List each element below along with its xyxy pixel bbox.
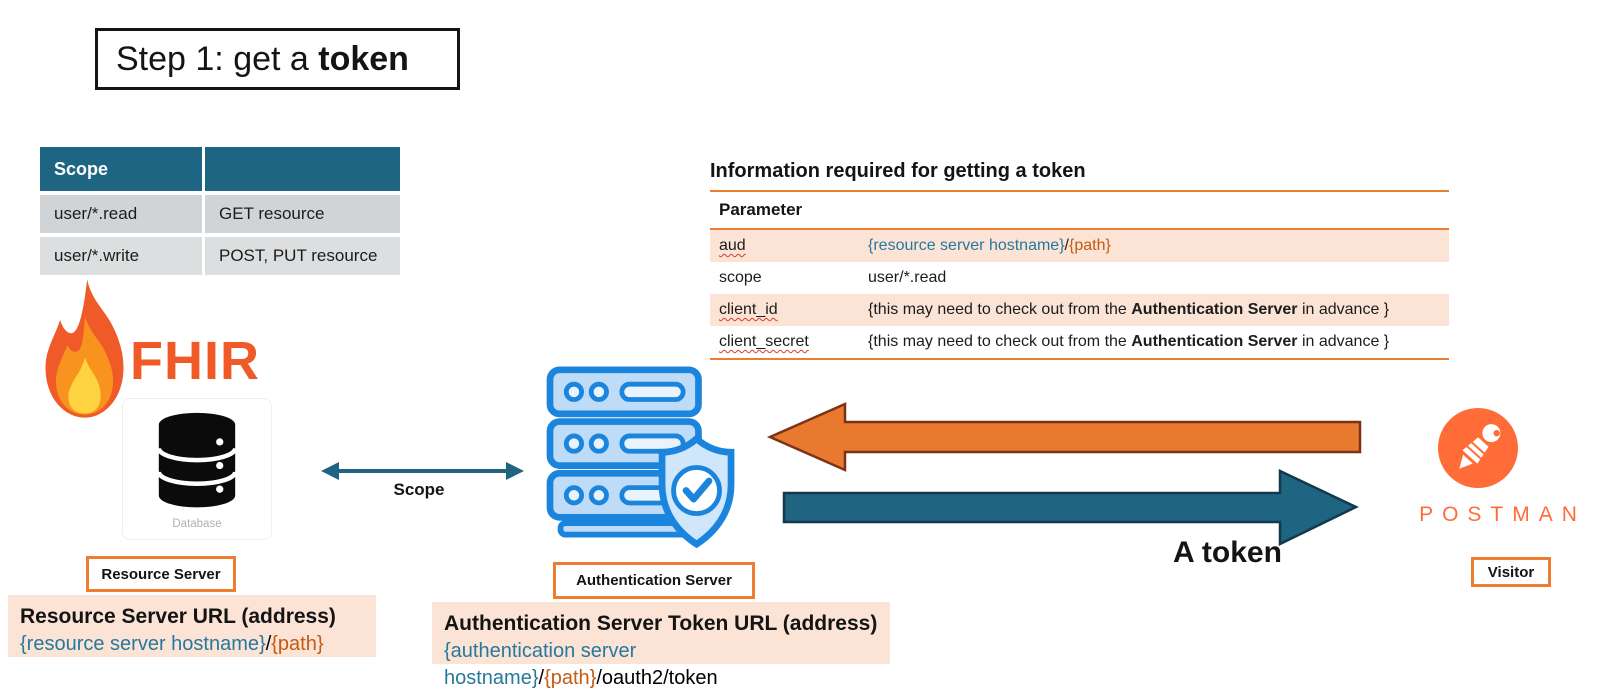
- database-icon: [156, 412, 238, 508]
- scope-table-row: user/*.read GET resource: [40, 195, 400, 233]
- scope-cell: user/*.write: [40, 237, 205, 275]
- shield-check-icon: [658, 434, 735, 548]
- info-table: Information required for getting a token…: [710, 160, 1449, 360]
- param-value: {this may need to check out from the Aut…: [868, 301, 1390, 318]
- auth-url-title: Authentication Server Token URL (address…: [444, 612, 878, 635]
- param-value: {resource server hostname}/{path}: [868, 237, 1111, 254]
- info-table-title: Information required for getting a token: [710, 160, 1086, 182]
- divider-line: [710, 228, 1449, 230]
- scope-table-header-empty-cell: [205, 147, 400, 191]
- authentication-server-label-box: Authentication Server: [553, 562, 755, 599]
- scope-arrow-label: Scope: [393, 480, 445, 499]
- info-table-row-aud: aud {resource server hostname}/{path}: [710, 230, 1449, 262]
- database-card: Database: [122, 398, 272, 540]
- param-name: scope: [719, 269, 762, 286]
- param-name: client_secret: [719, 333, 809, 350]
- scope-double-arrow-icon: [321, 462, 524, 480]
- param-name: client_id: [719, 301, 778, 318]
- info-table-row-scope: scope user/*.read: [710, 262, 1449, 294]
- postman-icon: [1438, 408, 1518, 488]
- param-name: aud: [719, 237, 746, 254]
- param-value: {this may need to check out from the Aut…: [868, 333, 1390, 350]
- scope-desc-cell: POST, PUT resource: [205, 237, 400, 275]
- step-title-text: Step 1: get a token: [116, 39, 409, 78]
- resource-url-card: Resource Server URL (address) {resource …: [8, 595, 376, 657]
- info-table-row-client-secret: client_secret {this may need to check ou…: [710, 326, 1449, 358]
- scope-cell: user/*.read: [40, 195, 205, 233]
- scope-table: Scope user/*.read GET resource user/*.wr…: [40, 143, 400, 279]
- fhir-flame-icon: [45, 279, 124, 418]
- fhir-wordmark: FHIR: [130, 331, 260, 391]
- resource-server-label-box: Resource Server: [86, 556, 236, 592]
- resource-url-value: {resource server hostname}/{path}: [20, 633, 324, 656]
- scope-table-header-cell: Scope: [40, 147, 205, 191]
- request-left-arrow-icon: [766, 402, 1362, 472]
- scope-table-row: user/*.write POST, PUT resource: [40, 237, 400, 275]
- info-table-column-header: Parameter: [719, 200, 803, 219]
- scope-table-header-row: Scope: [40, 147, 400, 191]
- param-value: user/*.read: [868, 269, 947, 286]
- token-right-arrow-icon: [782, 469, 1359, 546]
- visitor-label-box: Visitor: [1471, 557, 1551, 587]
- info-table-row-client-id: client_id {this may need to check out fr…: [710, 294, 1449, 326]
- auth-url-value: {authentication server hostname}/{path}/…: [444, 640, 718, 690]
- auth-url-card: Authentication Server Token URL (address…: [432, 602, 890, 689]
- database-caption: Database: [172, 518, 222, 530]
- scope-desc-cell: GET resource: [205, 195, 400, 233]
- authentication-server-icon: [546, 366, 735, 548]
- token-arrow-label: A token: [1173, 536, 1282, 569]
- step-title-box: Step 1: get a token: [95, 28, 460, 90]
- divider-line: [710, 358, 1449, 360]
- postman-wordmark: POSTMAN: [1419, 503, 1586, 526]
- resource-url-title: Resource Server URL (address): [20, 605, 336, 628]
- divider-line: [710, 190, 1449, 192]
